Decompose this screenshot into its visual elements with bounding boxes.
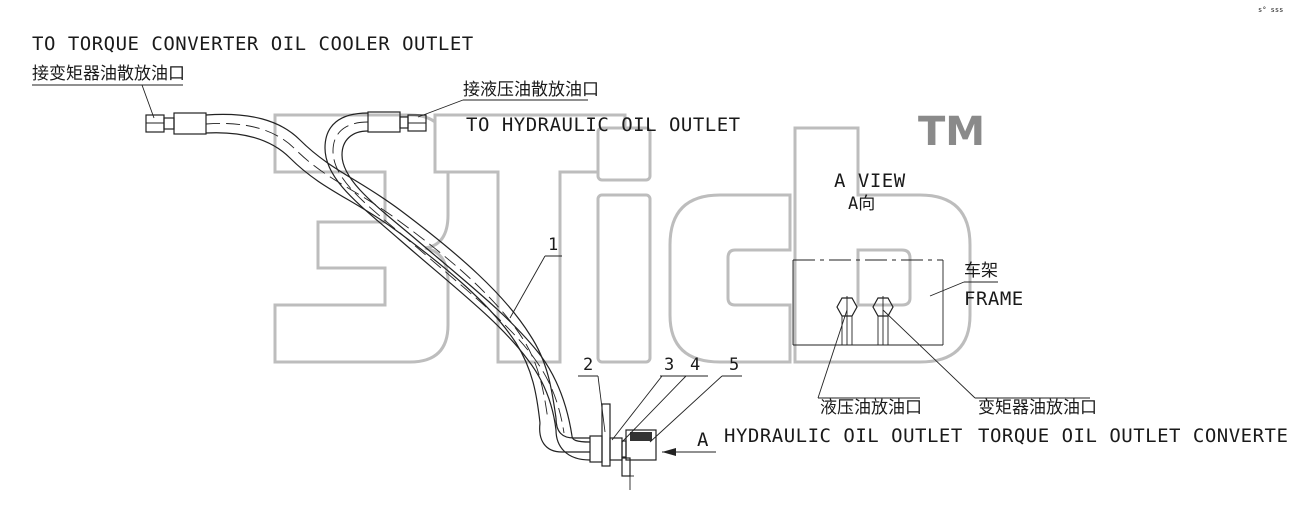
view-arrow-a: A <box>662 429 716 456</box>
hose-end-fitting-hydraulic <box>367 111 427 133</box>
part-number-3: 3 <box>664 355 674 375</box>
part-callouts: 1 2 3 4 5 <box>509 235 742 443</box>
hose-end-fitting-left <box>145 112 207 135</box>
watermark-tm: TM <box>918 109 985 155</box>
label-hydraulic-outlet-cn: 接液压油散放油口 <box>463 80 599 100</box>
label-hydraulic-drain-en: HYDRAULIC OIL OUTLET <box>724 425 963 447</box>
label-frame-cn: 车架 <box>964 261 998 281</box>
label-hydraulic-drain-cn: 液压油放油口 <box>820 398 922 418</box>
label-frame-en: FRAME <box>964 288 1024 310</box>
label-a-view-en: A VIEW <box>834 170 906 192</box>
drain-valve-assembly <box>539 403 657 490</box>
watermark-logo <box>273 113 972 364</box>
part-number-4: 4 <box>690 355 700 375</box>
part-number-5: 5 <box>729 355 739 375</box>
view-arrow-letter: A <box>697 429 709 451</box>
hose-2 <box>324 112 573 437</box>
frame-section <box>792 259 944 346</box>
label-cooler-outlet-cn: 接变矩器油散放油口 <box>32 64 185 84</box>
label-tc-drain-en: TORQUE OIL OUTLET CONVERTER <box>978 425 1289 447</box>
corner-mark: s° sss <box>1258 6 1283 14</box>
part-number-2: 2 <box>583 355 593 375</box>
label-tc-drain-cn: 变矩器油放油口 <box>978 398 1097 418</box>
label-hydraulic-outlet-en: TO HYDRAULIC OIL OUTLET <box>466 114 741 136</box>
part-number-1: 1 <box>548 235 558 255</box>
label-cooler-outlet-en: TO TORQUE CONVERTER OIL COOLER OUTLET <box>32 33 474 55</box>
label-a-view-cn: A向 <box>848 194 875 214</box>
